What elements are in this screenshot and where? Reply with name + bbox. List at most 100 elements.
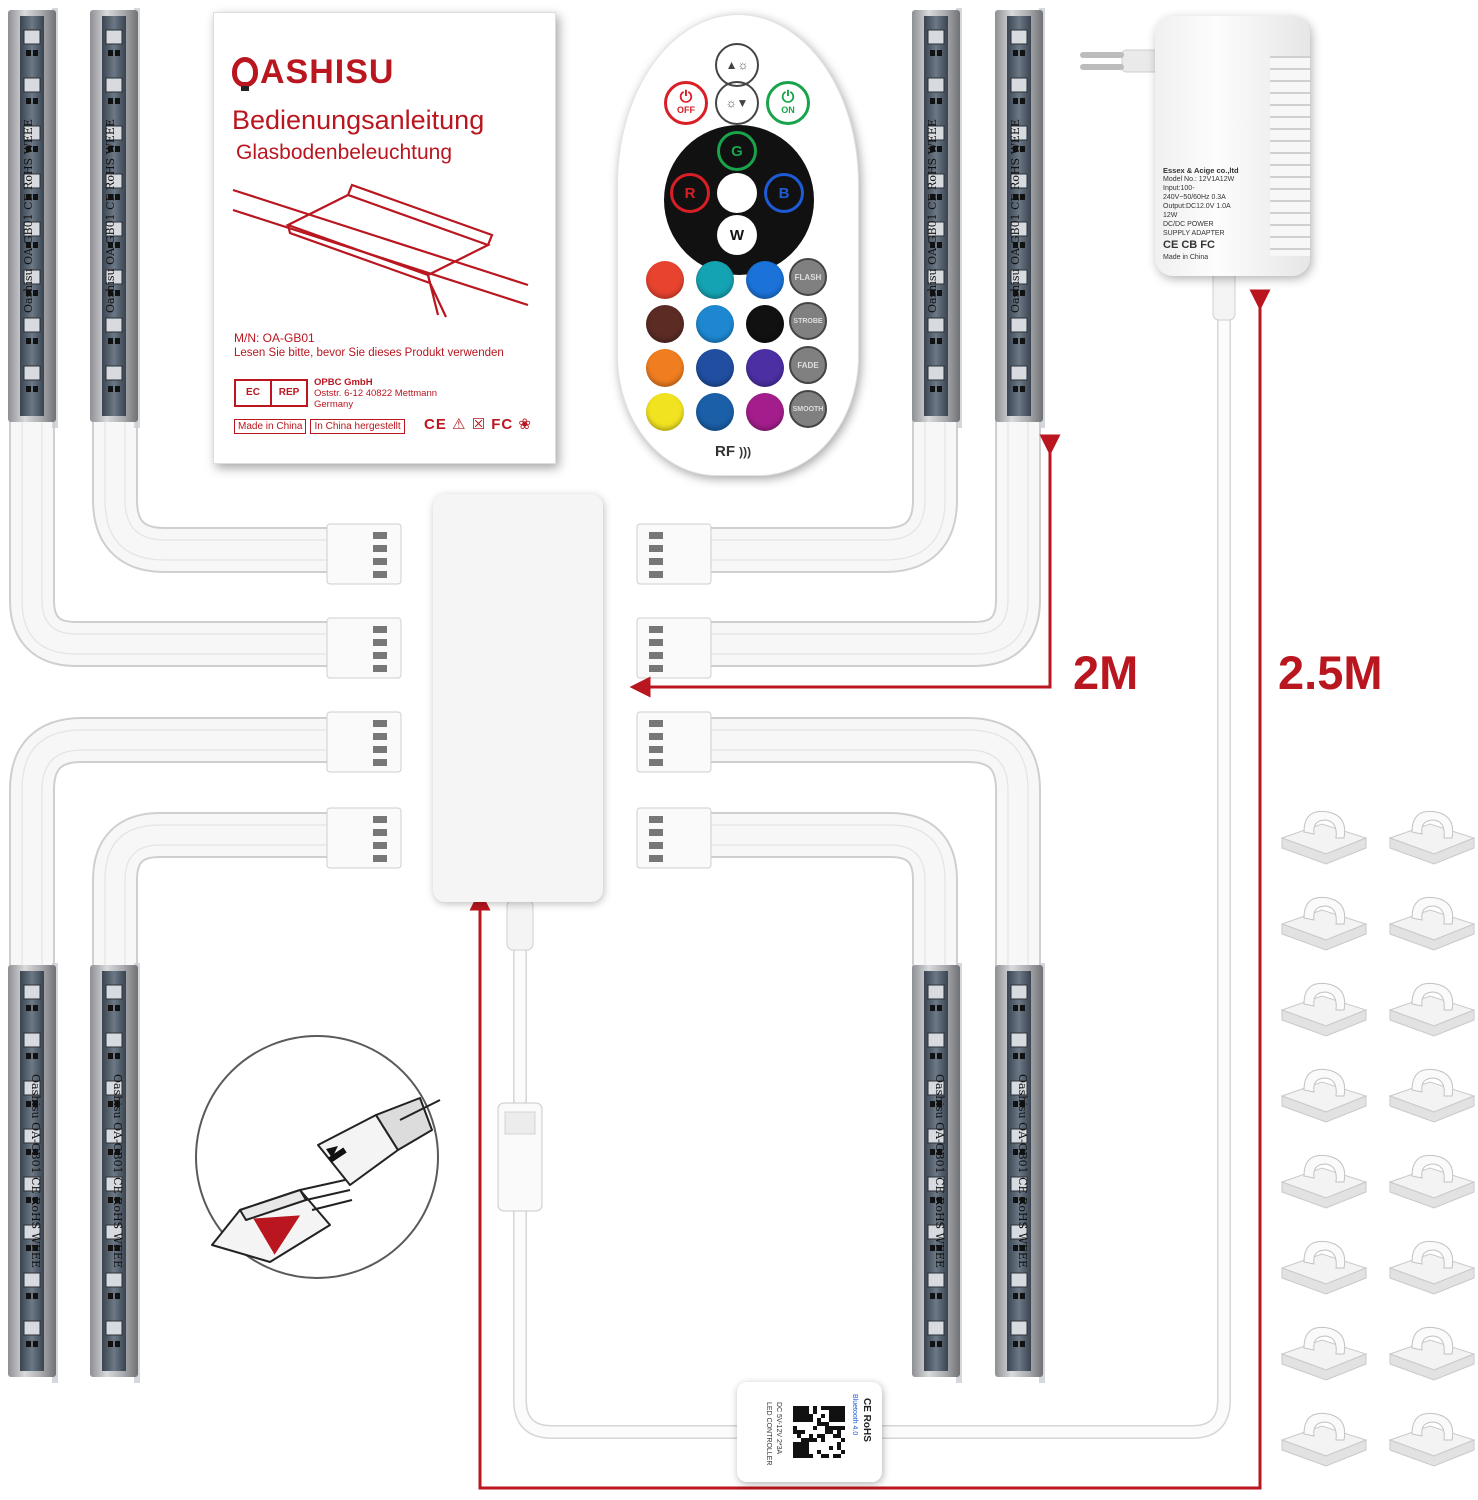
led-bar-text: Oashisu OA-GB01 CE RoHS WEEE: [933, 1074, 946, 1268]
pin-connector: [636, 807, 712, 869]
cable-clip: [1388, 896, 1476, 951]
cable-clip: [1388, 1068, 1476, 1123]
cable-clip: [1388, 1412, 1476, 1467]
manual-title: Bedienungsanleitung: [232, 105, 485, 135]
blue-button: B: [764, 173, 804, 213]
cable-clip: [1388, 1326, 1476, 1381]
color-button: [646, 349, 684, 387]
led-bar: Oashisu OA-GB01 CE RoHS WEEE: [912, 8, 962, 428]
adapter-output: Output:DC12.0V 1.0A 12W: [1163, 203, 1231, 219]
color-button: [746, 305, 784, 343]
pin-connector: [636, 711, 712, 773]
color-button: [696, 305, 734, 343]
length-2m-label: 2M: [1073, 646, 1139, 699]
color-button: [696, 349, 734, 387]
measurement-arrows: [469, 289, 1271, 1490]
color-button: [746, 349, 784, 387]
company-name: OPBC GmbH: [314, 377, 373, 388]
center-button: [717, 173, 757, 213]
led-bar-text: Oashisu OA-GB01 CE RoHS WEEE: [22, 119, 35, 313]
green-button: G: [717, 131, 757, 171]
made-in-de-label: In China hergestellt: [310, 419, 405, 434]
pin-connector: [326, 617, 402, 679]
cable-clip: [1388, 982, 1476, 1037]
red-button: R: [670, 173, 710, 213]
pin-connector: [326, 523, 402, 585]
manual-model: M/N: OA-GB01: [234, 331, 315, 345]
ec-rep-box: EC REP: [234, 379, 308, 407]
rf-remote: ▲☼ ☼▼ ⏻OFF ⏻ON G R B W FLASH STROBE FADE…: [617, 14, 859, 476]
white-button: W: [717, 215, 757, 255]
led-bar-text: Oashisu OA-GB01 CE RoHS WEEE: [926, 119, 939, 313]
cable-clip: [1388, 1240, 1476, 1295]
signal-icon: ))): [739, 445, 752, 459]
company-country: Germany: [314, 399, 354, 410]
made-in-label: Made in China: [234, 419, 307, 434]
flash-button: FLASH: [789, 258, 827, 296]
color-button: [646, 393, 684, 431]
rf-label: RF ))): [715, 443, 752, 460]
controller-line2: DC 5V-12V 2*3A: [775, 1402, 782, 1455]
color-button: [646, 261, 684, 299]
adapter-brand: Essex & Acige co.,ltd: [1163, 166, 1239, 175]
strobe-button: STROBE: [789, 302, 827, 340]
cable-clip: [1388, 810, 1476, 865]
manual-subtitle: Glasbodenbeleuchtung: [236, 141, 453, 164]
fade-button: FADE: [789, 346, 827, 384]
rep-label: REP: [278, 387, 300, 398]
cable-clip: [1388, 1154, 1476, 1209]
color-button: [746, 393, 784, 431]
color-button: [746, 261, 784, 299]
bulb-logo-icon: [232, 57, 258, 91]
cable-clip: [1280, 1068, 1368, 1123]
adapter-label: Essex & Acige co.,ltd Model No.: 12V1A12…: [1163, 166, 1241, 272]
origin-labels: Made in China In China hergestellt: [234, 419, 405, 434]
led-bar-text: Oashisu OA-GB01 CE RoHS WEEE: [1016, 1074, 1029, 1268]
bluetooth-label: Bluetooth 4.0: [851, 1394, 858, 1436]
off-label: OFF: [677, 105, 695, 115]
adapter-made: Made in China: [1163, 254, 1209, 261]
brightness-down-button: ☼▼: [715, 81, 759, 125]
led-bar: Oashisu OA-GB01 CE RoHS WEEE: [8, 8, 58, 428]
adapter-plug: [1080, 49, 1163, 73]
bluetooth-controller: LED CONTROLLER DC 5V-12V 2*3A Bluetooth …: [737, 1382, 882, 1482]
pin-connector: [326, 807, 402, 869]
certification-marks: CE ⚠ ☒ FC ❀: [424, 416, 532, 433]
cable-clip: [1280, 1412, 1368, 1467]
power-adapter: Essex & Acige co.,ltd Model No.: 12V1A12…: [1155, 16, 1310, 276]
led-bar-text: Oashisu OA-GB01 CE RoHS WEEE: [111, 1074, 124, 1268]
led-bar: Oashisu OA-GB01 CE RoHS WEEE: [90, 8, 140, 428]
adapter-input: Input:100-240V~50/60Hz 0.3A: [1163, 185, 1226, 201]
adapter-type: DC/DC POWER SUPPLY ADAPTER: [1163, 221, 1225, 237]
power-cables: [497, 271, 1236, 1439]
led-bar: Oashisu OA-GB01 CE RoHS WEEE: [995, 963, 1045, 1383]
cable-clip: [1280, 1240, 1368, 1295]
led-bar-text: Oashisu OA-GB01 CE RoHS WEEE: [1009, 119, 1022, 313]
pin-connector: [636, 617, 712, 679]
manual-address: OPBC GmbH Oststr. 6-12 40822 Mettmann Ge…: [314, 377, 437, 410]
smooth-button: SMOOTH: [789, 390, 827, 428]
length-2-5m-label: 2.5M: [1278, 646, 1383, 699]
manual-shelf-illustration: [232, 183, 529, 318]
cable-clip: [1280, 1326, 1368, 1381]
led-bar: Oashisu OA-GB01 CE RoHS WEEE: [90, 963, 140, 1383]
led-bar: Oashisu OA-GB01 CE RoHS WEEE: [995, 8, 1045, 428]
led-bar-text: Oashisu OA-GB01 CE RoHS WEEE: [104, 119, 117, 313]
power-icon: ⏻: [679, 89, 693, 106]
cable-clip: [1280, 810, 1368, 865]
cable-clips: [1280, 810, 1476, 1467]
manual-brand: ASHISU: [232, 53, 394, 92]
led-bar: Oashisu OA-GB01 CE RoHS WEEE: [912, 963, 962, 1383]
user-manual: ASHISU Bedienungsanleitung Glasbodenbele…: [213, 12, 556, 464]
off-button: ⏻OFF: [664, 81, 708, 125]
controller-marks: CE RoHS: [861, 1398, 872, 1442]
cable-clip: [1280, 1154, 1368, 1209]
led-bar-text: Oashisu OA-GB01 CE RoHS WEEE: [29, 1074, 42, 1268]
color-button: [646, 305, 684, 343]
controller-text: [733, 1412, 749, 1468]
adapter-ribs: [1270, 56, 1310, 256]
controller-line1: LED CONTROLLER: [765, 1402, 772, 1466]
color-button: [696, 393, 734, 431]
pin-connector: [636, 523, 712, 585]
